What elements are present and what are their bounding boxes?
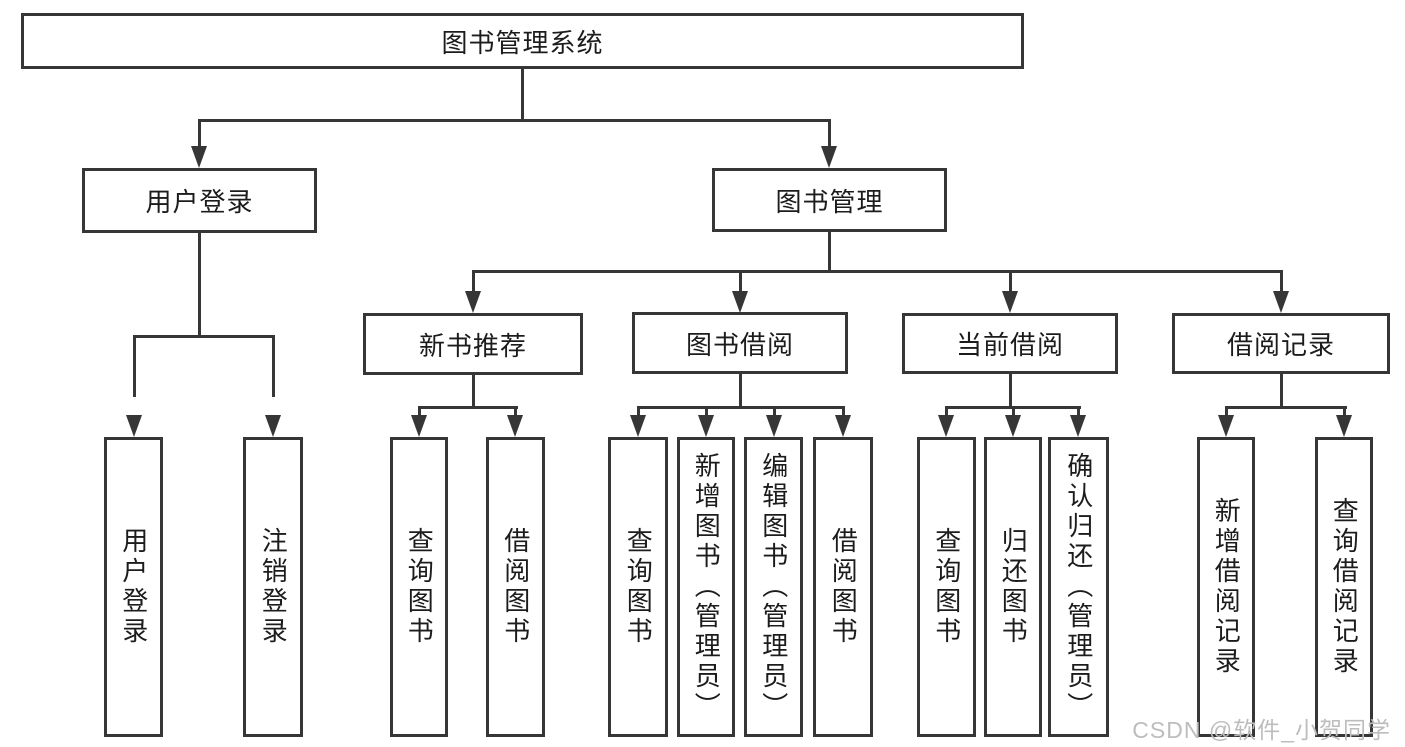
leaf-bb-borrow-books: 借阅图书 <box>813 437 873 737</box>
arrowhead <box>411 415 427 437</box>
leaf-nb-query-books-label: 查询图书 <box>404 527 435 647</box>
leaf-nb-query-books: 查询图书 <box>390 437 448 737</box>
connector-trunk <box>1280 374 1283 408</box>
node-user-login-label: 用户登录 <box>145 187 254 217</box>
leaf-bb-edit-books-admin-label: 编辑图书（管理员） <box>758 452 789 722</box>
arrowhead <box>191 146 207 168</box>
connector-split <box>418 406 518 409</box>
leaf-nb-borrow-books: 借阅图书 <box>486 437 545 737</box>
connector-trunk <box>1009 374 1012 408</box>
arrowhead <box>465 291 481 313</box>
leaf-cb-return-books: 归还图书 <box>984 437 1042 737</box>
connector-trunk <box>472 374 475 408</box>
leaf-logout: 注销登录 <box>243 437 303 737</box>
connector-split <box>1225 406 1347 409</box>
leaf-nb-borrow-books-label: 借阅图书 <box>500 527 531 647</box>
node-library-system: 图书管理系统 <box>21 13 1024 69</box>
arrowhead <box>1002 291 1018 313</box>
node-current-borrowing: 当前借阅 <box>902 313 1118 374</box>
arrowhead <box>1070 415 1086 437</box>
arrowhead <box>1273 291 1289 313</box>
arrowhead <box>630 415 646 437</box>
leaf-bb-add-books-admin: 新增图书（管理员） <box>677 437 735 737</box>
connector-split <box>637 406 845 409</box>
connector-root-trunk <box>521 69 524 121</box>
connector-stem <box>418 406 421 418</box>
watermark: CSDN @软件_小贺同学 <box>1132 717 1391 743</box>
connector-stem <box>828 119 831 149</box>
arrowhead <box>835 415 851 437</box>
node-library-system-label: 图书管理系统 <box>441 27 604 58</box>
leaf-user-login: 用户登录 <box>104 437 163 737</box>
node-book-management-label: 图书管理 <box>775 186 884 217</box>
connector-trunk <box>739 374 742 408</box>
node-borrowing-records-label: 借阅记录 <box>1226 330 1335 360</box>
leaf-bb-add-books-admin-label: 新增图书（管理员） <box>691 452 722 722</box>
arrowhead <box>1005 415 1021 437</box>
node-user-login: 用户登录 <box>82 168 317 233</box>
arrowhead <box>698 415 714 437</box>
leaf-cb-return-books-label: 归还图书 <box>998 527 1029 647</box>
connector-stem <box>1012 406 1015 418</box>
connector-stem <box>1280 270 1283 294</box>
arrowhead <box>766 415 782 437</box>
leaf-br-query-record-label: 查询借阅记录 <box>1329 497 1360 677</box>
connector-stem <box>637 406 640 418</box>
node-current-borrowing-label: 当前借阅 <box>955 330 1064 360</box>
leaf-cb-query-books-label: 查询图书 <box>931 527 962 647</box>
leaf-br-query-record: 查询借阅记录 <box>1315 437 1373 737</box>
connector-book-mgmt-trunk <box>828 232 831 272</box>
connector-stem <box>272 335 275 397</box>
connector-level3-split <box>472 270 1283 273</box>
node-new-book-recommend-label: 新书推荐 <box>418 330 527 361</box>
connector-level2-split <box>198 119 831 122</box>
leaf-br-add-record-label: 新增借阅记录 <box>1211 497 1242 677</box>
connector-stem <box>514 406 517 418</box>
arrowhead <box>265 415 281 437</box>
connector-stem <box>1225 406 1228 418</box>
leaf-user-login-label: 用户登录 <box>118 527 149 647</box>
connector-stem <box>472 270 475 294</box>
node-book-management: 图书管理 <box>712 168 947 232</box>
connector-stem <box>133 335 136 397</box>
connector-stem <box>773 406 776 418</box>
node-book-borrowing-label: 图书借阅 <box>685 329 794 360</box>
node-book-borrowing: 图书借阅 <box>632 312 848 374</box>
node-borrowing-records: 借阅记录 <box>1172 313 1390 374</box>
connector-stem <box>842 406 845 418</box>
node-new-book-recommend: 新书推荐 <box>363 313 583 375</box>
arrowhead <box>821 146 837 168</box>
leaf-bb-edit-books-admin: 编辑图书（管理员） <box>744 437 803 737</box>
arrowhead <box>732 291 748 313</box>
leaf-br-add-record: 新增借阅记录 <box>1197 437 1255 737</box>
connector-stem <box>1343 406 1346 418</box>
leaf-bb-borrow-books-label: 借阅图书 <box>828 527 859 647</box>
connector-user-login-split <box>133 335 275 338</box>
arrowhead <box>1218 415 1234 437</box>
connector-stem <box>945 406 948 418</box>
leaf-cb-confirm-return-admin: 确认归还（管理员） <box>1048 437 1109 737</box>
connector-stem <box>1077 406 1080 418</box>
leaf-bb-query-books-label: 查询图书 <box>623 527 654 647</box>
connector-user-login-trunk <box>198 233 201 337</box>
connector-stem <box>705 406 708 418</box>
connector-stem <box>198 119 201 149</box>
arrowhead <box>938 415 954 437</box>
leaf-bb-query-books: 查询图书 <box>608 437 668 737</box>
leaf-cb-query-books: 查询图书 <box>917 437 976 737</box>
connector-stem <box>739 270 742 294</box>
arrowhead <box>1336 415 1352 437</box>
arrowhead <box>507 415 523 437</box>
leaf-cb-confirm-return-admin-label: 确认归还（管理员） <box>1063 452 1094 722</box>
leaf-logout-label: 注销登录 <box>258 527 289 647</box>
arrowhead <box>126 415 142 437</box>
connector-stem <box>1009 270 1012 294</box>
